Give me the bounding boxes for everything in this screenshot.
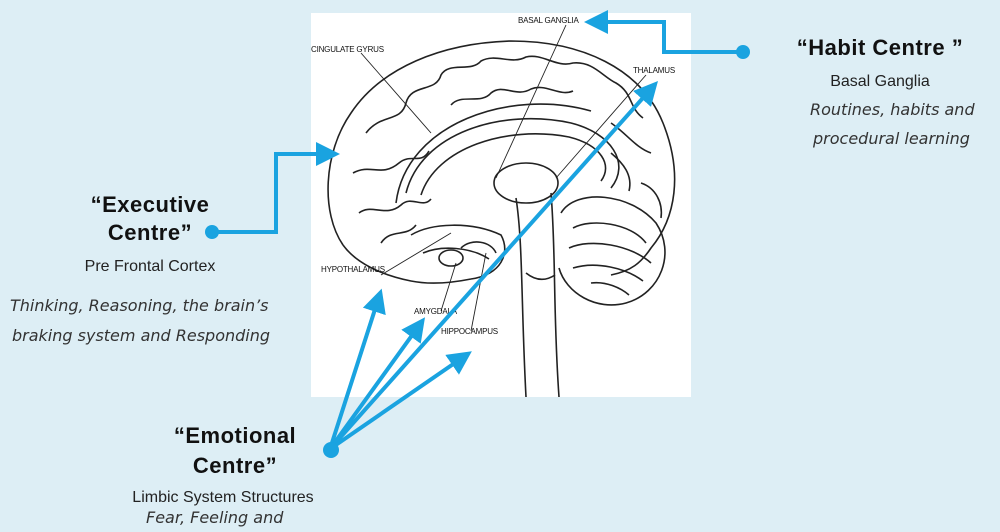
emotional-title-line2: Centre” [120,451,350,481]
emotional-desc-line1: Fear, Feeling and [146,503,283,532]
executive-desc-line2: braking system and Responding [12,321,270,350]
habit-desc-line2: procedural learning [813,124,970,153]
executive-desc-line1: Thinking, Reasoning, the brain’s [10,291,269,320]
habit-arrow [596,22,743,52]
habit-subtitle: Basal Ganglia [760,73,1000,91]
habit-title: “Habit Centre ” [760,33,1000,63]
executive-title-line2: Centre” [40,218,260,248]
emotional-arrow-thalamus [330,90,650,449]
executive-title-line1: “Executive [40,190,260,220]
habit-dot [736,45,750,59]
habit-desc-line1: Routines, habits and [810,95,975,124]
executive-subtitle: Pre Frontal Cortex [40,258,260,276]
emotional-title-line1: “Emotional [120,421,350,451]
